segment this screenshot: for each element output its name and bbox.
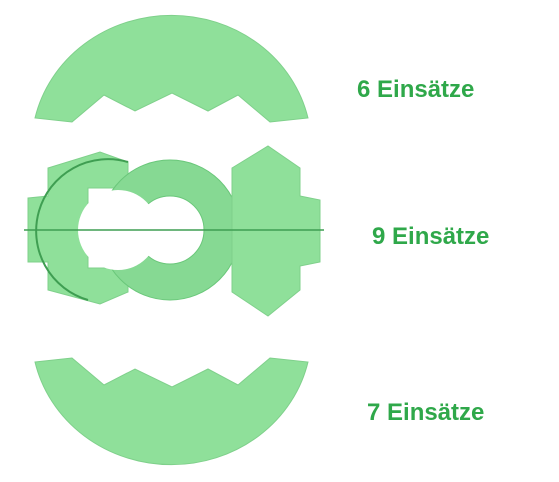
insert-set-6-shape	[34, 14, 309, 123]
insert-set-9-shape	[24, 145, 324, 317]
label-7-inserts: 7 Einsätze	[367, 399, 485, 426]
label-6-inserts: 6 Einsätze	[357, 76, 475, 103]
insert-set-7-shape	[34, 357, 309, 466]
right-insert	[231, 145, 321, 317]
outline-arc	[35, 158, 129, 301]
label-9-inserts: 9 Einsätze	[372, 223, 490, 250]
